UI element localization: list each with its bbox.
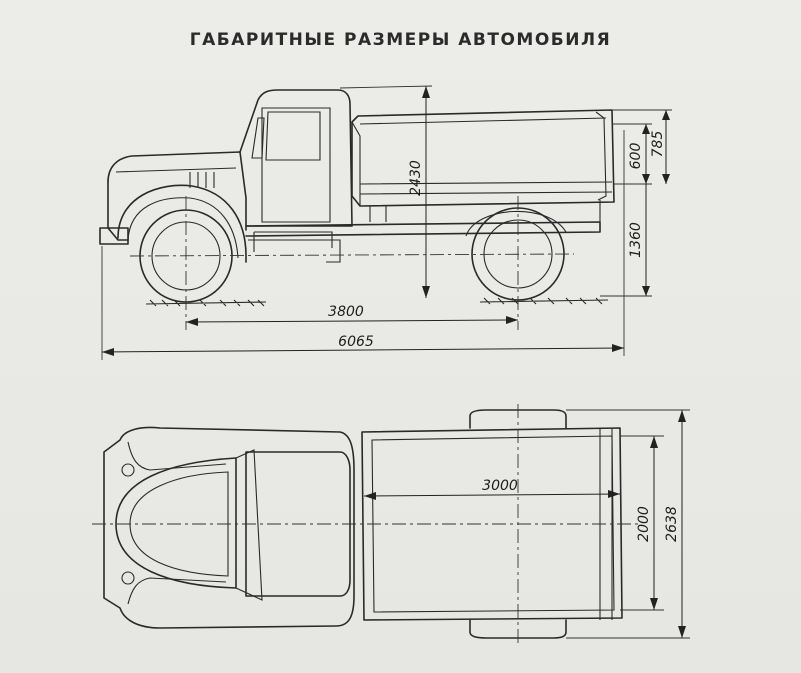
headlight-right [121, 571, 135, 585]
top-windshield [235, 449, 263, 601]
wheel-centerline [129, 253, 575, 257]
side-view [99, 89, 615, 330]
top-dump-body-inner [371, 435, 615, 613]
hood-louvers [189, 172, 215, 188]
hood-line [115, 167, 237, 173]
top-cab-outline [103, 426, 355, 629]
front-bumper [99, 227, 129, 245]
ground-hatch-rear [479, 297, 609, 305]
floor-height-arrow-bottom [642, 286, 650, 296]
cab-window [265, 111, 321, 161]
headlight-left [121, 463, 135, 477]
top-view [92, 404, 640, 644]
body-top-arrow-top [662, 110, 670, 120]
hood-grille [107, 181, 129, 241]
dimension-body-length: 3000 [482, 478, 518, 494]
dimension-overall-length: 6065 [338, 334, 374, 350]
top-hood [115, 457, 237, 589]
length-arrow-left [102, 348, 114, 356]
top-rear-wheel-right [469, 619, 567, 639]
dimension-body-side-height: 600 [628, 143, 644, 170]
side-dimensions: 2430 600 785 1360 3800 [101, 85, 672, 360]
cab-door [261, 107, 331, 223]
front-fender [117, 184, 247, 263]
cab-outline [239, 89, 353, 227]
hood-outline [107, 151, 247, 231]
front-fender-inner [127, 197, 239, 259]
dump-body [351, 109, 615, 207]
dimension-overall-height: 2430 [408, 160, 424, 196]
height-arrow-bottom [422, 286, 430, 298]
wheelbase-arrow-left [186, 318, 198, 326]
dump-body-front [351, 121, 361, 206]
top-rear-wheel-left [469, 409, 567, 429]
top-cab-roof [245, 451, 351, 597]
tailgate [595, 111, 607, 201]
overall-length-dimension-line [101, 347, 625, 353]
top-dimensions: 3000 2000 2638 [363, 409, 690, 639]
height-extension-top [339, 85, 433, 89]
wheelbase-arrow-right [506, 316, 518, 324]
top-dump-body [361, 427, 623, 621]
body-length-arrow-left [364, 492, 376, 500]
dimension-overall-width: 2638 [664, 506, 680, 542]
dump-body-sub [369, 200, 601, 222]
overall-width-arrow-top [678, 410, 686, 422]
rear-fender [465, 210, 567, 237]
length-arrow-right [612, 344, 624, 352]
top-fender-right [127, 577, 227, 605]
wheelbase-dimension-line [185, 319, 519, 323]
overall-width-arrow-bottom [678, 626, 686, 638]
running-board [248, 239, 341, 263]
dimension-floor-height: 1360 [628, 222, 644, 258]
body-length-dimension-line [363, 493, 621, 497]
dimension-wheelbase: 3800 [328, 304, 364, 320]
dimension-body-width: 2000 [636, 506, 652, 542]
dimension-body-top-height: 785 [650, 131, 666, 158]
body-side-arrow-bottom [642, 174, 650, 184]
body-width-arrow-top [650, 436, 658, 448]
ground-hatch-front [145, 299, 267, 307]
dump-body-top-rail [359, 117, 607, 125]
body-side-arrow-top [642, 124, 650, 134]
top-fender-left [127, 441, 227, 471]
page-title: ГАБАРИТНЫЕ РАЗМЕРЫ АВТОМОБИЛЯ [189, 30, 612, 50]
body-width-arrow-bottom [650, 598, 658, 610]
dump-body-rail [359, 181, 613, 195]
height-arrow-top [422, 86, 430, 98]
chassis-frame [245, 221, 601, 237]
body-top-arrow-bottom [662, 174, 670, 184]
body-length-arrow-right [608, 490, 620, 498]
